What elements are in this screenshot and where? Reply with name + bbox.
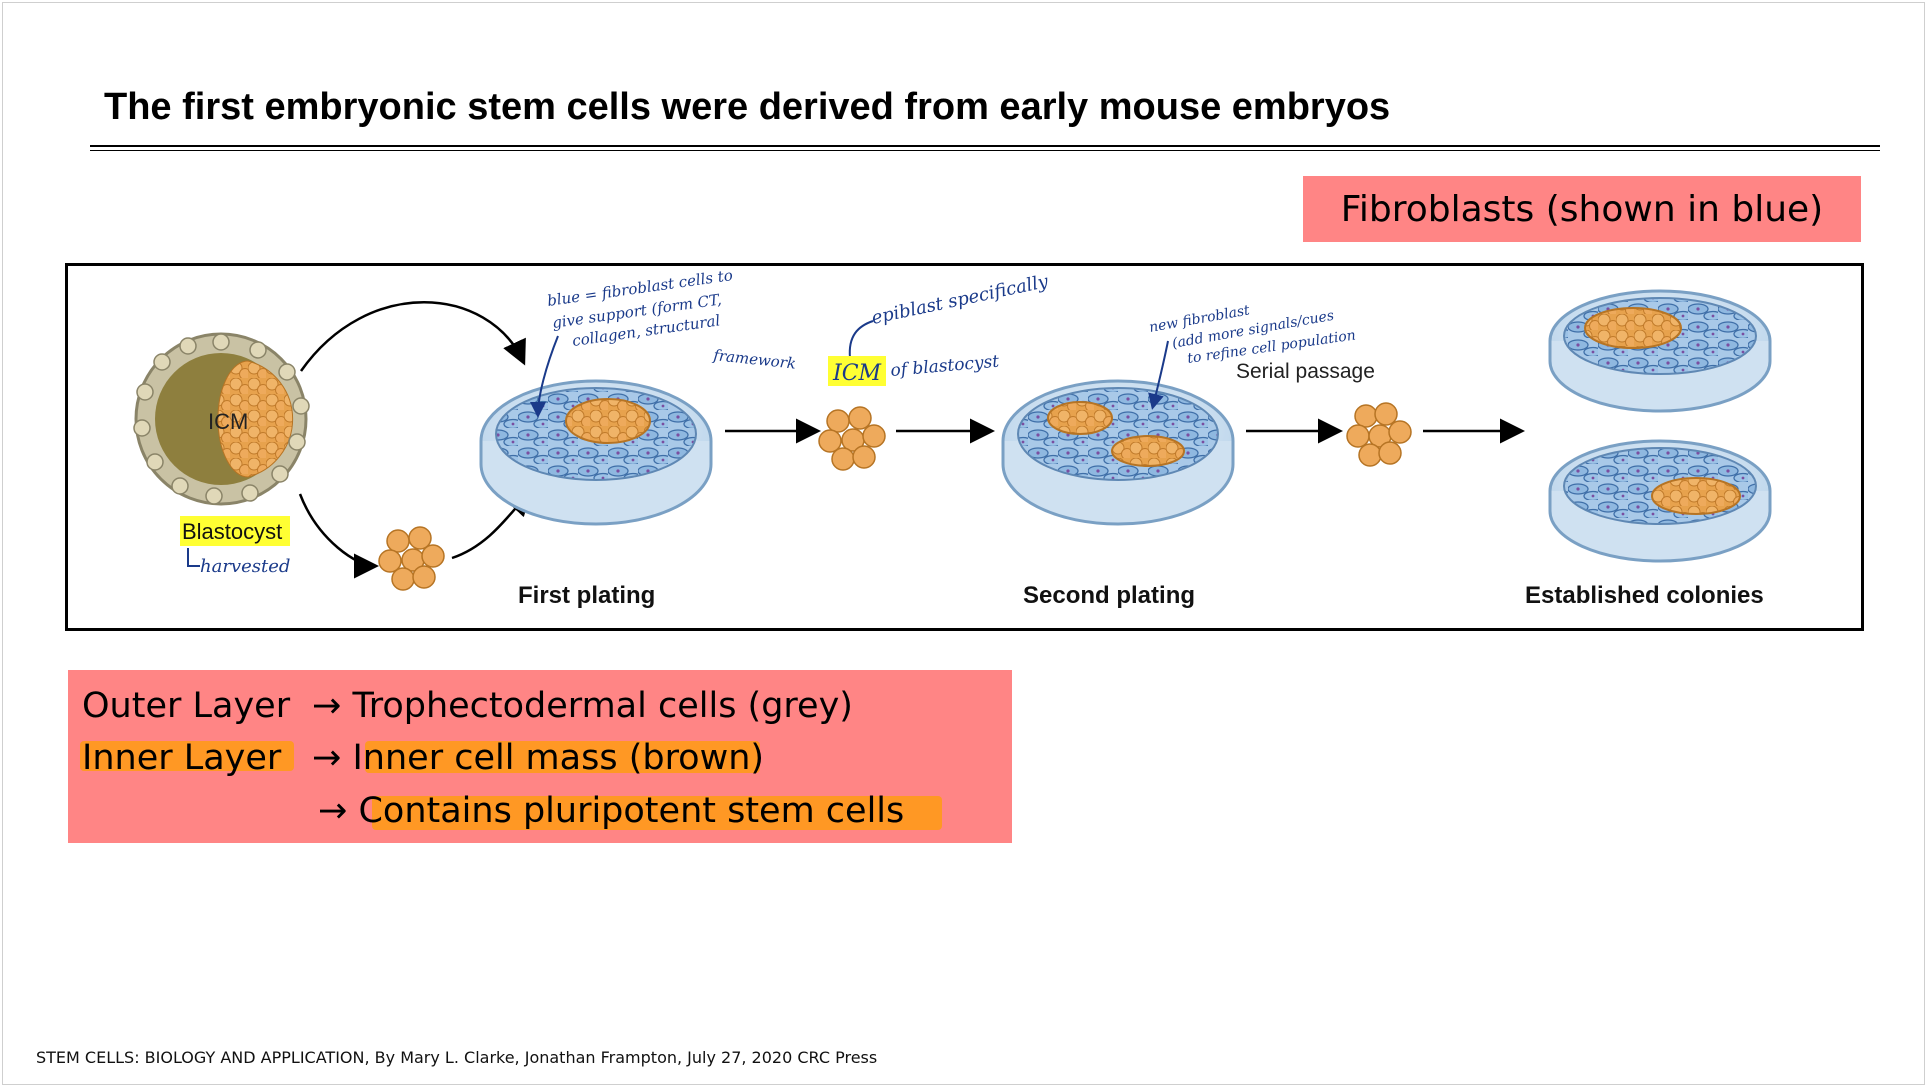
pluripotent-highlight — [372, 796, 942, 830]
inner-layer-highlight — [80, 741, 294, 771]
note-of-blastocyst: of blastocyst — [890, 352, 1000, 381]
icm-cluster-3 — [1346, 402, 1412, 467]
arrow-to-icm-cluster — [298, 493, 379, 579]
outer-layer-label: Outer Layer — [82, 686, 291, 726]
note-blue-line4: framework — [712, 346, 797, 373]
blastocyst-label: Blastocyst — [182, 519, 282, 544]
note-epiblast: epiblast specifically — [870, 271, 1051, 329]
second-plating-dish — [1001, 379, 1235, 526]
first-plating-dish — [479, 379, 713, 526]
derivation-diagram: ICM Blastocyst harvested First plating b… — [133, 266, 1772, 609]
icm-label: ICM — [208, 409, 248, 434]
icm-note-highlight — [828, 356, 886, 386]
inner-layer-definition: → Inner cell mass (brown) — [312, 738, 764, 778]
title-rule-thin — [90, 150, 1880, 151]
trophectoderm-text: Trophectodermal cells (grey) — [352, 686, 853, 726]
colony-dish-bottom — [1548, 439, 1772, 563]
harvested-note: harvested — [200, 556, 290, 577]
arrow-to-first-plating — [299, 301, 526, 372]
outer-layer-row: Outer Layer — [82, 686, 290, 726]
outer-layer-definition: → Trophectodermal cells (grey) — [312, 686, 853, 726]
blastocyst-illustration: ICM — [133, 332, 310, 506]
slide-title: The first embryonic stem cells were deri… — [104, 86, 1391, 128]
blastocyst-highlight — [180, 516, 290, 546]
pluripotent-text: Contains pluripotent stem cells — [358, 791, 905, 831]
serial-passage-label: Serial passage — [1236, 360, 1375, 383]
inner-layer-label: Inner Layer — [82, 738, 282, 778]
inner-layer-row: Inner Layer — [82, 738, 281, 778]
fibroblast-label: Fibroblasts (shown in blue) — [1340, 188, 1824, 230]
note-icm: ICM — [832, 361, 882, 386]
title-rule — [90, 145, 1880, 147]
first-plating-label: First plating — [518, 582, 655, 609]
citation: STEM CELLS: BIOLOGY AND APPLICATION, By … — [36, 1048, 878, 1067]
arrow-icon: → — [312, 686, 342, 726]
fibroblast-label-box: Fibroblasts (shown in blue) — [1303, 176, 1861, 242]
arrow-icon: → — [312, 738, 342, 778]
icm-cluster-2 — [818, 406, 886, 471]
derivation-figure: ICM Blastocyst harvested First plating b… — [65, 263, 1864, 631]
inner-cell-mass-highlight — [365, 741, 760, 773]
icm-cluster-1 — [378, 526, 445, 591]
established-colonies-label: Established colonies — [1525, 582, 1764, 609]
inner-cell-mass-text: Inner cell mass (brown) — [352, 738, 765, 778]
arrow-icon: → — [318, 791, 348, 831]
colony-dish-top — [1548, 289, 1772, 413]
pluripotent-row: → Contains pluripotent stem cells — [318, 791, 904, 831]
second-plating-label: Second plating — [1023, 582, 1195, 609]
